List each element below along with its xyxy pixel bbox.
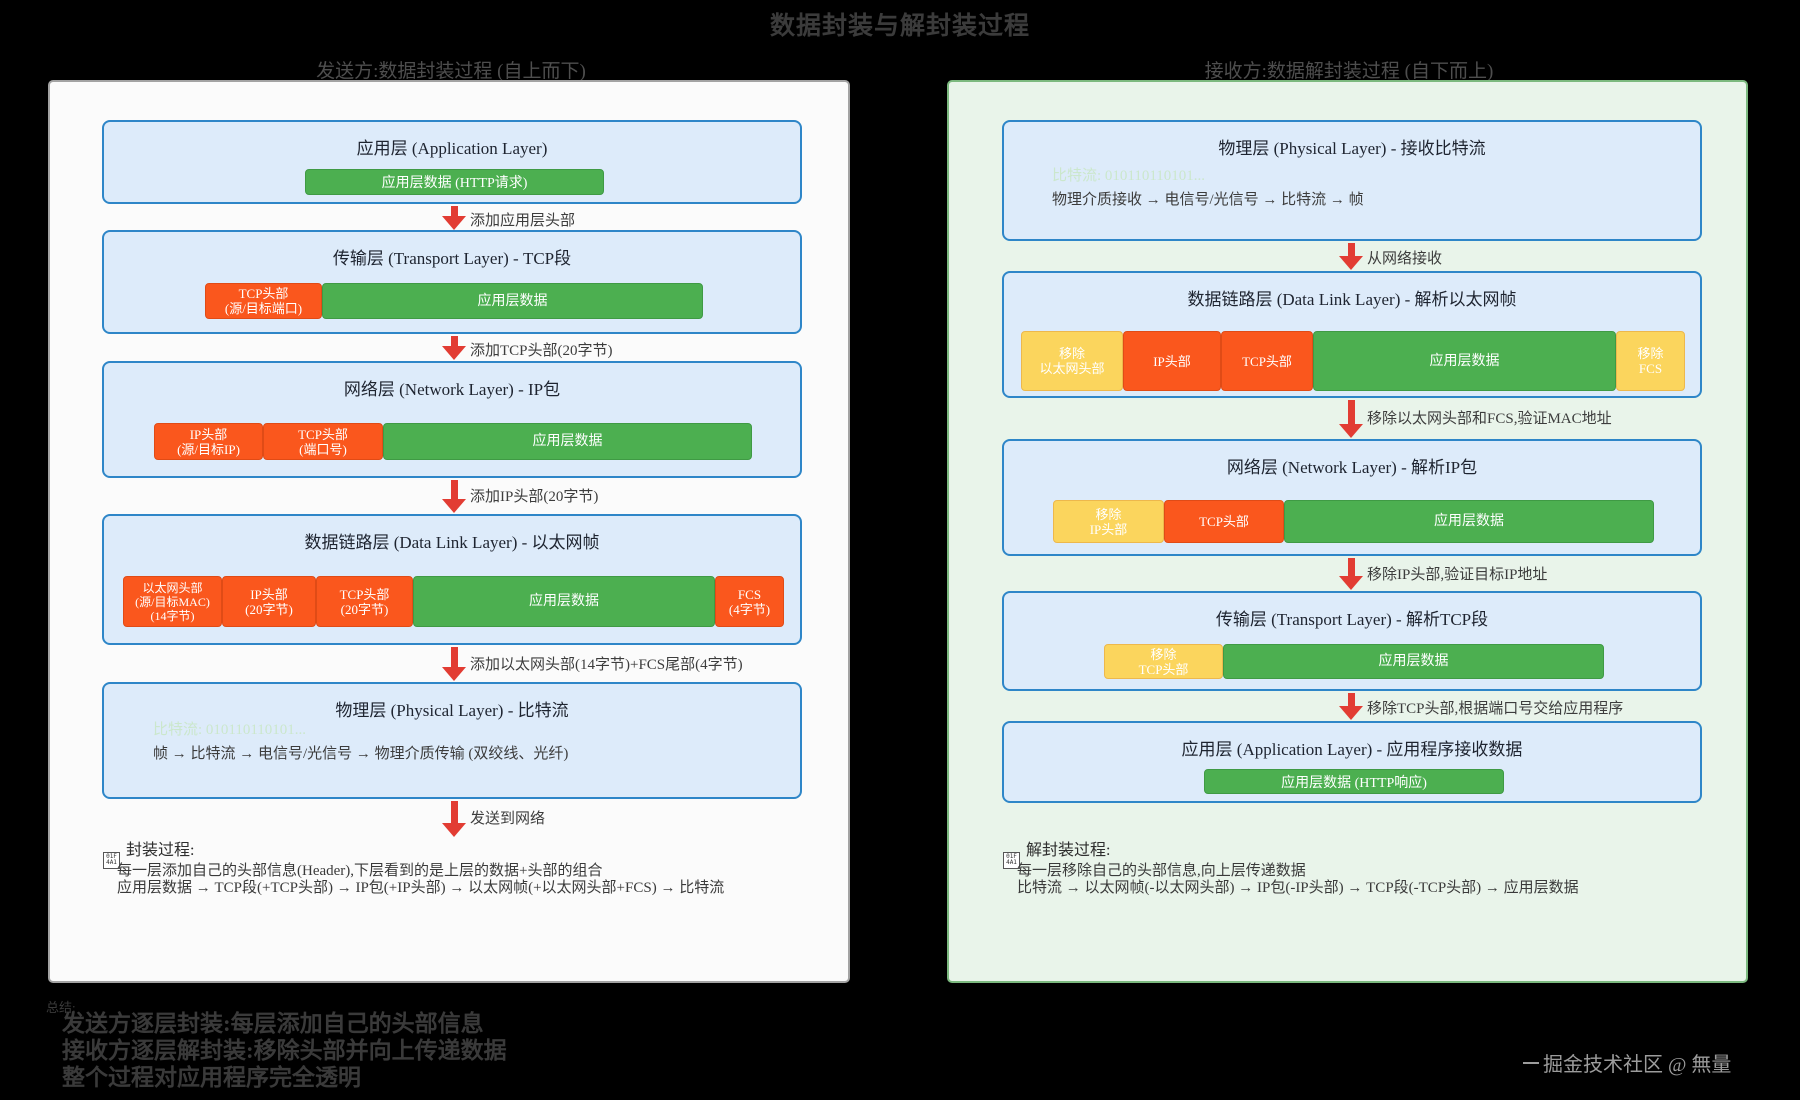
right-arrow-label-2: 移除以太网头部和FCS,验证MAC地址 (1367, 411, 1612, 427)
right-note-title: 01F 4A1 解封装过程: (1003, 836, 1110, 869)
watermark-dash (1523, 1061, 1539, 1064)
fcs-segment: FCS (4字节) (715, 576, 784, 627)
right-physical-flow-text: 物理介质接收 → 电信号/光信号 → 比特流 → 帧 (1052, 192, 1364, 208)
remove-ip-header-segment: 移除 IP头部 (1053, 500, 1164, 543)
left-transport-layer-title: 传输层 (Transport Layer) - TCP段 (332, 249, 572, 268)
ip-header-segment: IP头部 (20字节) (222, 576, 316, 627)
down-arrow-icon (1339, 693, 1363, 720)
footer-summary-line-3: 整个过程对应用程序完全透明 (62, 1065, 361, 1090)
app-data-segment: 应用层数据 (322, 283, 703, 319)
eth-header-segment: 以太网头部 (源/目标MAC) (14字节) (123, 576, 222, 627)
down-arrow-icon (1339, 243, 1363, 270)
app-data-segment: 应用层数据 (413, 576, 715, 627)
left-physical-layer-title: 物理层 (Physical Layer) - 比特流 (335, 701, 569, 720)
left-arrow-label-1: 添加应用层头部 (470, 213, 576, 229)
right-arrow-label-3: 移除IP头部,验证目标IP地址 (1367, 567, 1548, 583)
left-bitstream-text: 比特流: 010110110101... (153, 722, 307, 738)
tcp-header-segment: TCP头部 (1221, 331, 1313, 391)
left-app-layer-box: 应用层 (Application Layer) 应用层数据 (HTTP请求) (102, 120, 802, 204)
down-arrow-icon (442, 206, 466, 230)
lightbulb-emoji-tofu: 01F 4A1 (103, 851, 120, 869)
left-arrow-label-3: 添加IP头部(20字节) (470, 489, 599, 505)
down-arrow-icon (442, 480, 466, 513)
right-panel-header: 接收方:数据解封装过程 (自下而上) (1204, 61, 1494, 82)
tcp-header-segment: TCP头部 (20字节) (316, 576, 413, 627)
left-arrow-label-5: 发送到网络 (470, 811, 546, 827)
page-title: 数据封装与解封装过程 (769, 13, 1030, 40)
left-transport-layer-box: 传输层 (Transport Layer) - TCP段 TCP头部 (源/目标… (102, 230, 802, 334)
left-app-layer-title: 应用层 (Application Layer) (356, 139, 548, 158)
right-arrow-label-1: 从网络接收 (1367, 251, 1443, 267)
down-arrow-icon (442, 801, 466, 837)
app-data-segment: 应用层数据 (1223, 644, 1604, 679)
right-network-layer-box: 网络层 (Network Layer) - 解析IP包 移除 IP头部 TCP头… (1002, 439, 1702, 556)
left-note-line-1: 每一层添加自己的头部信息(Header),下层看到的是上层的数据+头部的组合 (117, 863, 603, 879)
left-app-data-box: 应用层数据 (HTTP请求) (305, 169, 604, 195)
left-note-title: 01F 4A1 封装过程: (103, 836, 194, 869)
watermark: 掘金技术社区 @ 無量 (1523, 1048, 1731, 1077)
down-arrow-icon (1339, 400, 1363, 438)
footer-summary-label: 总结: (46, 1000, 76, 1015)
tcp-header-segment: TCP头部 (端口号) (263, 423, 383, 460)
left-network-layer-box: 网络层 (Network Layer) - IP包 IP头部 (源/目标IP) … (102, 361, 802, 478)
right-app-layer-box: 应用层 (Application Layer) - 应用程序接收数据 应用层数据… (1002, 721, 1702, 803)
right-note-line-2: 比特流 → 以太网帧(-以太网头部) → IP包(-IP头部) → TCP段(-… (1017, 880, 1579, 896)
footer-summary-line-2: 接收方逐层解封装:移除头部并向上传递数据 (62, 1038, 507, 1063)
down-arrow-icon (442, 647, 466, 681)
remove-eth-header-segment: 移除 以太网头部 (1021, 331, 1123, 391)
footer-summary-block: 发送方逐层封装:每层添加自己的头部信息 接收方逐层解封装:移除头部并向上传递数据… (62, 1010, 507, 1091)
footer-summary-line-1: 发送方逐层封装:每层添加自己的头部信息 (62, 1011, 484, 1036)
right-physical-layer-box: 物理层 (Physical Layer) - 接收比特流 比特流: 010110… (1002, 120, 1702, 241)
watermark-text: 掘金技术社区 @ 無量 (1543, 1054, 1732, 1076)
left-physical-flow-text: 帧 → 比特流 → 电信号/光信号 → 物理介质传输 (双绞线、光纤) (153, 746, 569, 762)
app-data-segment: 应用层数据 (383, 423, 752, 460)
remove-tcp-header-segment: 移除 TCP头部 (1104, 644, 1223, 679)
left-datalink-layer-box: 数据链路层 (Data Link Layer) - 以太网帧 以太网头部 (源/… (102, 514, 802, 645)
encapsulation-panel: 应用层 (Application Layer) 应用层数据 (HTTP请求) 添… (48, 80, 850, 983)
remove-fcs-segment: 移除 FCS (1616, 331, 1685, 391)
right-bitstream-text: 比特流: 010110110101... (1052, 168, 1206, 184)
down-arrow-icon (442, 336, 466, 360)
right-datalink-layer-box: 数据链路层 (Data Link Layer) - 解析以太网帧 移除 以太网头… (1002, 271, 1702, 398)
right-transport-layer-box: 传输层 (Transport Layer) - 解析TCP段 移除 TCP头部 … (1002, 591, 1702, 691)
left-arrow-label-4: 添加以太网头部(14字节)+FCS尾部(4字节) (470, 657, 743, 673)
right-network-layer-title: 网络层 (Network Layer) - 解析IP包 (1226, 458, 1478, 477)
right-physical-layer-title: 物理层 (Physical Layer) - 接收比特流 (1218, 139, 1486, 158)
ip-header-segment: IP头部 (1123, 331, 1221, 391)
left-panel-header: 发送方:数据封装过程 (自上而下) (316, 61, 586, 82)
tcp-header-segment: TCP头部 (1164, 500, 1284, 543)
left-datalink-layer-title: 数据链路层 (Data Link Layer) - 以太网帧 (304, 533, 600, 552)
right-app-layer-title: 应用层 (Application Layer) - 应用程序接收数据 (1181, 740, 1523, 759)
right-note-line-1: 每一层移除自己的头部信息,向上层传递数据 (1017, 863, 1306, 879)
ip-header-segment: IP头部 (源/目标IP) (154, 423, 263, 460)
down-arrow-icon (1339, 558, 1363, 590)
app-data-segment: 应用层数据 (1313, 331, 1616, 391)
tcp-header-segment: TCP头部 (源/目标端口) (205, 283, 322, 319)
right-arrow-label-4: 移除TCP头部,根据端口号交给应用程序 (1367, 701, 1624, 717)
decapsulation-panel: 物理层 (Physical Layer) - 接收比特流 比特流: 010110… (947, 80, 1748, 983)
right-transport-layer-title: 传输层 (Transport Layer) - 解析TCP段 (1215, 610, 1489, 629)
right-datalink-layer-title: 数据链路层 (Data Link Layer) - 解析以太网帧 (1187, 290, 1517, 309)
left-arrow-label-2: 添加TCP头部(20字节) (470, 343, 613, 359)
left-note-line-2: 应用层数据 → TCP段(+TCP头部) → IP包(+IP头部) → 以太网帧… (117, 880, 725, 896)
left-network-layer-title: 网络层 (Network Layer) - IP包 (343, 380, 561, 399)
app-data-segment: 应用层数据 (1284, 500, 1654, 543)
lightbulb-emoji-tofu: 01F 4A1 (1003, 851, 1020, 869)
right-app-data-box: 应用层数据 (HTTP响应) (1204, 769, 1504, 794)
left-physical-layer-box: 物理层 (Physical Layer) - 比特流 比特流: 01011011… (102, 682, 802, 799)
